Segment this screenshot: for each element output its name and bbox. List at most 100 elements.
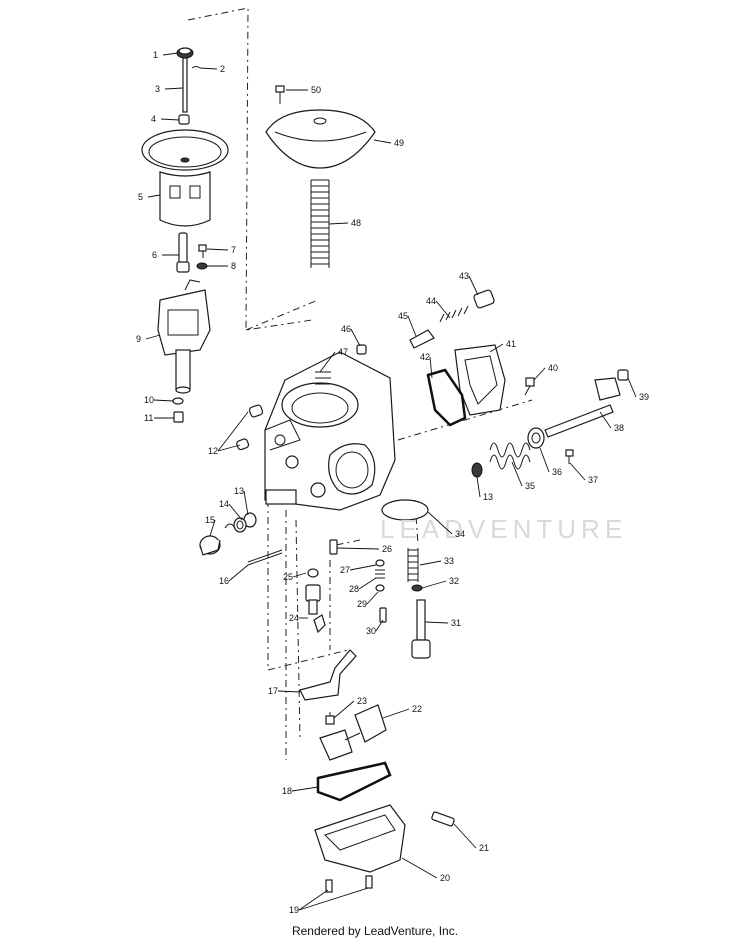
callout-label-31: 31 — [451, 618, 461, 628]
callout-label-7: 7 — [231, 245, 236, 255]
part-11-jet — [173, 411, 184, 423]
callout-leader-37 — [569, 462, 586, 481]
callout-leader-2 — [199, 67, 218, 70]
callout-leader-19 — [298, 889, 329, 911]
part-49-spring — [310, 179, 330, 268]
callout-label-1: 1 — [153, 50, 158, 60]
part-10-washer — [172, 397, 184, 405]
part-39-shaft — [544, 404, 614, 438]
callout-label-26: 26 — [382, 544, 392, 554]
callout-leader-7 — [206, 248, 229, 251]
callout-label-45: 45 — [398, 311, 408, 321]
part-25-needle-valve — [305, 584, 326, 634]
callout-leader-1 — [162, 52, 179, 56]
callout-label-37: 37 — [588, 475, 598, 485]
part-35-disc — [381, 499, 429, 521]
callout-leader-4 — [160, 118, 180, 121]
part-33-washer — [411, 584, 423, 592]
callout-leader-25 — [292, 572, 307, 578]
part-3-needle — [182, 57, 188, 113]
part-28-oring — [375, 559, 385, 567]
callout-leader-39 — [627, 377, 637, 398]
callout-label-43: 43 — [459, 271, 469, 281]
callout-label-5: 5 — [138, 192, 143, 202]
part-16-cap — [199, 535, 221, 556]
callout-label-14: 14 — [219, 499, 229, 509]
callout-label-32: 32 — [449, 576, 459, 586]
callout-label-40: 40 — [548, 363, 558, 373]
part-32-screw — [411, 599, 431, 659]
callout-label-15: 15 — [205, 515, 215, 525]
callout-label-17: 17 — [268, 686, 278, 696]
callout-leader-extra — [298, 887, 369, 911]
callout-leader-5 — [147, 194, 161, 198]
callout-label-30: 30 — [366, 626, 376, 636]
part-44-nut — [473, 289, 495, 309]
callout-leader-35 — [511, 461, 523, 487]
callout-leader-15 — [209, 519, 216, 537]
callout-leader-43 — [468, 275, 479, 296]
callout-leader-16 — [228, 564, 249, 582]
callout-label-28: 28 — [349, 584, 359, 594]
callout-label-19: 19 — [289, 905, 299, 915]
part-19-gasket — [316, 761, 392, 802]
callout-label-12: 12 — [208, 446, 218, 456]
callout-leader-10 — [153, 399, 174, 402]
part-14-oring — [233, 517, 247, 533]
callout-leader-20 — [401, 857, 438, 879]
callout-label-11: 11 — [144, 413, 153, 423]
callout-label-29: 29 — [357, 599, 367, 609]
part-23-float — [319, 704, 387, 761]
callout-leader-33 — [419, 560, 442, 566]
part-34-spring — [407, 548, 419, 582]
callout-label-21: 21 — [479, 843, 489, 853]
part-45-spring — [439, 305, 469, 323]
callout-label-48: 48 — [351, 218, 361, 228]
callout-leader-27 — [349, 564, 377, 571]
callout-leader-41 — [489, 343, 504, 353]
part-1-cap — [176, 47, 194, 59]
callout-leader-36 — [539, 447, 550, 473]
callout-leaders — [145, 52, 637, 911]
part-13-washer-right — [471, 462, 483, 478]
callout-leader-12 — [217, 411, 249, 452]
callout-label-33: 33 — [444, 556, 454, 566]
callout-leader-14 — [228, 503, 243, 521]
carburetor-body — [264, 351, 396, 511]
part-30-washer — [375, 584, 385, 592]
callout-leader-42 — [429, 356, 433, 379]
callout-leader-18 — [291, 786, 319, 792]
part-18-bracket — [299, 649, 357, 701]
callout-label-9: 9 — [136, 334, 141, 344]
callout-leader-44 — [435, 300, 451, 319]
part-12-caps — [236, 404, 264, 451]
callout-leader-46 — [350, 328, 361, 347]
part-7-screw — [198, 244, 207, 258]
callout-label-35: 35 — [525, 481, 535, 491]
callout-leader-29 — [366, 591, 379, 605]
callout-label-6: 6 — [152, 250, 157, 260]
callout-leader-13 — [476, 476, 481, 498]
part-43-gasket — [426, 368, 467, 427]
part-41-screw — [524, 377, 535, 396]
part-15-clip — [224, 523, 236, 529]
callout-leader-26 — [336, 547, 380, 550]
part-6-screw — [176, 232, 190, 273]
part-9-piston-valve — [157, 279, 211, 394]
callout-label-10: 10 — [144, 395, 154, 405]
callout-label-50: 50 — [311, 85, 321, 95]
callout-label-42: 42 — [420, 352, 430, 362]
part-50-top-cover — [265, 109, 376, 169]
part-8-washer — [196, 262, 208, 270]
part-51-screw — [275, 85, 285, 104]
callout-leader-13 — [243, 490, 249, 516]
part-40-lever — [594, 369, 629, 401]
callout-label-13: 13 — [234, 486, 244, 496]
part-26-oring — [307, 568, 319, 578]
part-46-valve — [409, 329, 435, 349]
part-27-jet — [329, 539, 338, 555]
callout-leader-45 — [407, 315, 417, 337]
callout-leader-22 — [382, 708, 410, 719]
